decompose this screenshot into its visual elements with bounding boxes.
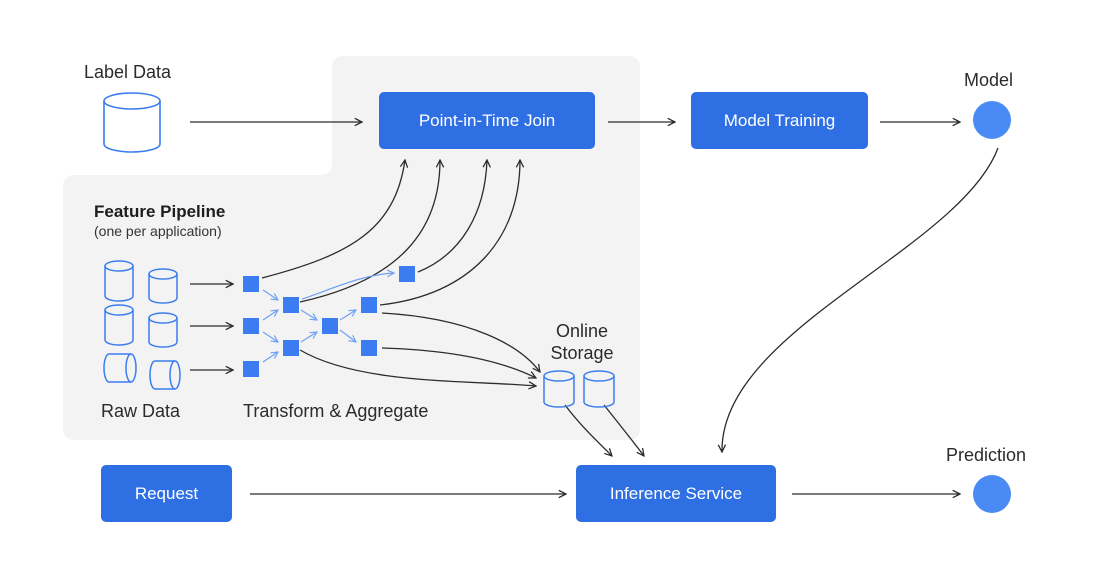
transform-node bbox=[322, 318, 338, 334]
online-storage-cylinders bbox=[543, 370, 615, 408]
arrow-feature-to-join-2 bbox=[299, 160, 440, 303]
prediction-circle-icon bbox=[973, 475, 1011, 513]
arrow-feature-to-join-1 bbox=[261, 160, 405, 279]
arrow-feature-to-join-3 bbox=[417, 160, 487, 273]
label-data-label: Label Data bbox=[84, 62, 172, 82]
raw-data-cylinder-icon bbox=[148, 312, 178, 348]
feature-pipeline-subtitle: (one per application) bbox=[94, 223, 222, 239]
model-training-box: Model Training bbox=[691, 92, 868, 149]
online-storage-label-line1: Online bbox=[555, 321, 609, 341]
arrow-storage-to-inference-2 bbox=[603, 404, 644, 456]
arrow-model-to-inference bbox=[722, 147, 999, 452]
feature-pipeline-panel bbox=[63, 56, 640, 440]
online-storage-cylinder-icon bbox=[583, 370, 615, 408]
raw-data-cylinder-icon bbox=[103, 353, 137, 383]
transform-node bbox=[361, 340, 377, 356]
feature-pipeline-title: Feature Pipeline bbox=[94, 202, 226, 221]
raw-data-cylinders bbox=[103, 260, 181, 390]
flow-arrows bbox=[190, 122, 999, 494]
model-label: Model bbox=[964, 70, 1014, 90]
arrow-feature-to-storage-2 bbox=[381, 347, 536, 378]
transform-node bbox=[243, 361, 259, 377]
model-circle-icon bbox=[973, 101, 1011, 139]
transform-node bbox=[399, 266, 415, 282]
label-data-cylinder-icon bbox=[103, 92, 161, 153]
raw-data-cylinder-icon bbox=[149, 360, 181, 390]
raw-data-cylinder-icon bbox=[104, 260, 134, 302]
online-storage-cylinder-icon bbox=[543, 370, 575, 408]
raw-data-cylinder-icon bbox=[104, 304, 134, 346]
point-in-time-join-box: Point-in-Time Join bbox=[379, 92, 595, 149]
prediction-label: Prediction bbox=[946, 445, 1027, 465]
online-storage-label: Online Storage bbox=[544, 320, 620, 364]
transform-node bbox=[283, 297, 299, 313]
transform-nodes bbox=[243, 266, 415, 377]
transform-internal-arrows bbox=[262, 273, 394, 363]
arrow-feature-to-storage-3 bbox=[299, 349, 536, 386]
transform-node bbox=[243, 276, 259, 292]
inference-service-box: Inference Service bbox=[576, 465, 776, 522]
transform-node bbox=[243, 318, 259, 334]
arrow-feature-to-storage-1 bbox=[381, 312, 540, 372]
request-box: Request bbox=[101, 465, 232, 522]
raw-data-cylinder-icon bbox=[148, 268, 178, 304]
online-storage-label-line2: Storage bbox=[550, 343, 614, 363]
transform-node bbox=[361, 297, 377, 313]
arrow-storage-to-inference-1 bbox=[564, 404, 612, 456]
transform-node bbox=[283, 340, 299, 356]
raw-data-label: Raw Data bbox=[101, 401, 181, 421]
transform-aggregate-label: Transform & Aggregate bbox=[243, 401, 429, 421]
arrow-feature-to-join-4 bbox=[379, 160, 520, 306]
